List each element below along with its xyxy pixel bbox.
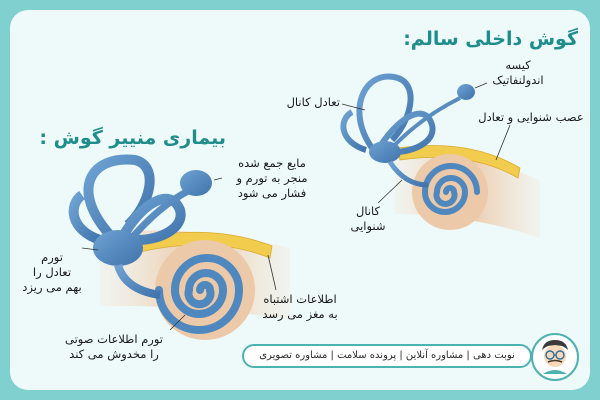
label-cochlear-canal: کانال شنوایی	[350, 204, 386, 233]
healthy-endolymphatic-duct	[390, 96, 461, 150]
services-text: نوبت دهی | مشاوره آنلاین | پرونده سلامت …	[259, 350, 515, 361]
healthy-ear-illustration	[340, 73, 540, 238]
meniere-title: بیماری منییر گوش :	[39, 127, 226, 149]
label-auditory-nerve: عصب شنوایی و تعادل	[478, 110, 584, 124]
meniere-cochlea-spiral	[155, 254, 244, 334]
healthy-cochlea-spiral	[421, 163, 480, 215]
meniere-semicircular-canal-2	[117, 193, 186, 245]
doctor-mascot-icon	[531, 333, 579, 381]
meniere-cochlear-duct	[114, 263, 161, 299]
pointer-hearing-swelling	[169, 314, 186, 331]
label-fluid-accumulation: مایع جمع شده منجر به تورم و فشار می شود	[236, 156, 308, 200]
healthy-cochlear-duct	[387, 160, 429, 188]
label-endolymphatic-sac: کیسه اندولنفاتیک	[492, 58, 544, 87]
meniere-endolymphatic-duct	[127, 186, 192, 243]
pointer-balance-canal	[341, 103, 366, 111]
healthy-nerve	[397, 145, 521, 179]
meniere-ear-illustration	[68, 154, 290, 340]
label-balance-canal: تعادل کانال	[286, 95, 340, 109]
healthy-ear-title: گوش داخلی سالم:	[403, 28, 578, 50]
healthy-semicircular-canal-3	[340, 109, 368, 153]
pointer-endolymphatic-sac	[474, 82, 488, 89]
healthy-semicircular-canal-2	[375, 110, 436, 155]
pointer-fluid	[213, 177, 223, 181]
meniere-semicircular-canal-1	[83, 154, 155, 239]
pointer-nerve	[495, 124, 511, 161]
label-wrong-info: اطلاعات اشتباه به مغز می رسد	[262, 292, 338, 321]
meniere-semicircular-canal-3	[68, 190, 102, 245]
pointer-balance-swelling	[81, 247, 99, 251]
pointer-cochlear-canal	[377, 179, 403, 204]
pointer-wrong-info	[267, 254, 277, 291]
label-balance-swelling: تورم تعادل را بهم می ریزد	[22, 250, 82, 294]
healthy-endolymphatic-sac	[457, 84, 475, 100]
services-bar: نوبت دهی | مشاوره آنلاین | پرونده سلامت …	[242, 344, 532, 368]
meniere-endolymphatic-sac	[180, 170, 212, 196]
label-hearing-swelling: تورم اطلاعات صوتی را مخدوش می کند	[64, 332, 164, 361]
